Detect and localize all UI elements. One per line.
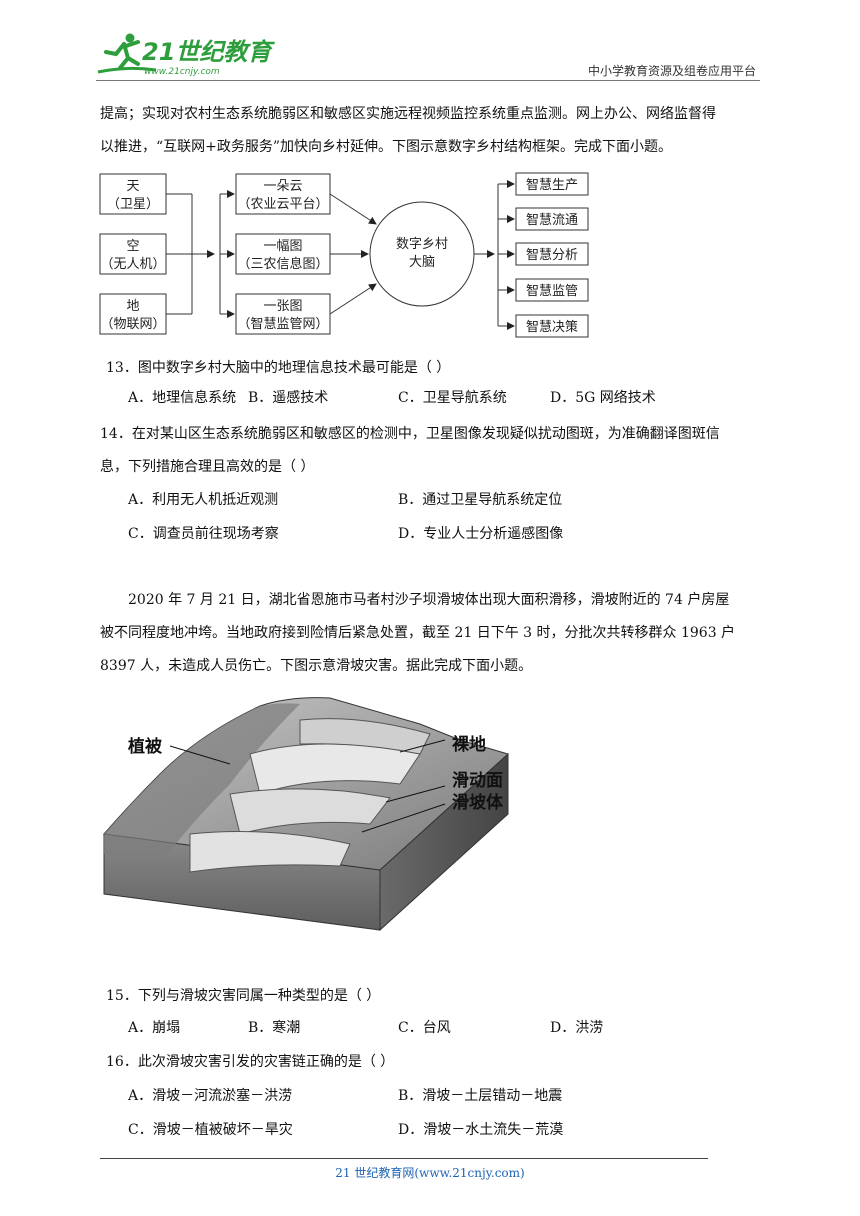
digital-village-diagram: 天 （卫星） 空 （无人机） 地 （物联网） 一朵云 （农业云平台） 一幅图 （… (96, 166, 596, 342)
left-box-2-title: 空 (126, 239, 139, 254)
question-16-stem: 16．此次滑坡灾害引发的灾害链正确的是（ ） (106, 1054, 395, 1070)
question-15-options: A．崩塌 B．寒潮 C．台风 D．洪涝 (0, 1018, 860, 1040)
passage-1-line-1: 提高；实现对农村生态系统脆弱区和敏感区实施远程视频监控系统重点监测。网上办公、网… (100, 106, 716, 122)
q16-option-c[interactable]: C．滑坡－植被破坏－旱灾 (128, 1122, 293, 1138)
logo-url: www.21cnjy.com (144, 67, 220, 77)
mid-box-3-title: 一张图 (263, 299, 302, 314)
q15-option-d[interactable]: D．洪涝 (550, 1020, 604, 1036)
right-box-2: 智慧流通 (526, 212, 578, 228)
right-box-3: 智慧分析 (526, 247, 578, 263)
question-16-options-row-1: A．滑坡－河流淤塞－洪涝 B．滑坡－土层错动－地震 (0, 1086, 860, 1108)
left-box-3-sub: （物联网） (100, 317, 165, 332)
question-15-stem: 15．下列与滑坡灾害同属一种类型的是（ ） (106, 988, 381, 1004)
q15-option-b[interactable]: B．寒潮 (248, 1020, 301, 1036)
question-14-options-row-1: A．利用无人机抵近观测 B．通过卫星导航系统定位 (0, 490, 860, 512)
q13-option-c[interactable]: C．卫星导航系统 (398, 390, 507, 406)
site-logo[interactable]: 21世纪教育 www.21cnjy.com (96, 30, 276, 80)
q14-option-a[interactable]: A．利用无人机抵近观测 (128, 492, 279, 508)
q15-option-a[interactable]: A．崩塌 (128, 1020, 181, 1036)
runner-icon (97, 33, 157, 74)
left-box-2-sub: （无人机） (100, 257, 165, 272)
mid-box-3-sub: （智慧监管网） (237, 316, 328, 332)
q14-stem-line-2: 息，下列措施合理且高效的是（ ） (100, 459, 315, 475)
q14-stem-line-1: 14．在对某山区生态系统脆弱区和敏感区的检测中，卫星图像发现疑似扰动图斑，为准确… (100, 426, 720, 442)
landslide-diagram: 植被 裸地 滑动面 滑坡体 (100, 694, 510, 932)
mid-box-2-sub: （三农信息图） (237, 256, 328, 272)
q16-option-a[interactable]: A．滑坡－河流淤塞－洪涝 (128, 1088, 293, 1104)
center-sub: 大脑 (409, 255, 435, 270)
left-box-1-title: 天 (126, 179, 139, 194)
question-13-stem: 13．图中数字乡村大脑中的地理信息技术最可能是（ ） (106, 360, 451, 376)
mid-box-2-title: 一幅图 (263, 239, 302, 254)
q13-option-d[interactable]: D．5G 网络技术 (550, 390, 656, 406)
q13-option-b[interactable]: B．遥感技术 (248, 390, 329, 406)
passage-1-line-2: 以推进，“互联网+政务服务”加快向乡村延伸。下图示意数字乡村结构框架。完成下面小… (100, 139, 673, 155)
question-13-options: A．地理信息系统 B．遥感技术 C．卫星导航系统 D．5G 网络技术 (0, 388, 860, 410)
right-box-5: 智慧决策 (526, 319, 578, 335)
question-14-stem: 14．在对某山区生态系统脆弱区和敏感区的检测中，卫星图像发现疑似扰动图斑，为准确… (100, 418, 762, 484)
question-14-options-row-2: C．调查员前往现场考察 D．专业人士分析遥感图像 (0, 524, 860, 546)
label-slip-surface: 滑动面 (452, 771, 503, 791)
footer-link[interactable]: 21 世纪教育网(www.21cnjy.com) (335, 1166, 525, 1180)
passage-2-line-2: 被不同程度地冲垮。当地政府接到险情后紧急处置，截至 21 日下午 3 时，分批次… (100, 625, 736, 641)
mid-box-1-title: 一朵云 (263, 179, 302, 194)
passage-2-line-3: 8397 人，未造成人员伤亡。下图示意滑坡灾害。据此完成下面小题。 (100, 658, 533, 674)
left-box-1-sub: （卫星） (107, 197, 159, 212)
q16-option-b[interactable]: B．滑坡－土层错动－地震 (398, 1088, 563, 1104)
right-box-4: 智慧监管 (526, 283, 578, 299)
header-divider (96, 80, 760, 81)
q14-option-c[interactable]: C．调查员前往现场考察 (128, 526, 279, 542)
label-bare-land: 裸地 (452, 734, 486, 755)
q14-option-d[interactable]: D．专业人士分析遥感图像 (398, 526, 564, 542)
right-box-1: 智慧生产 (526, 177, 578, 193)
center-title: 数字乡村 (396, 237, 448, 252)
label-vegetation: 植被 (128, 736, 162, 757)
left-box-3-title: 地 (126, 299, 139, 314)
site-name: 中小学教育资源及组卷应用平台 (587, 64, 756, 78)
footer-divider (100, 1158, 708, 1159)
label-slide-body: 滑坡体 (452, 792, 504, 813)
passage-1: 提高；实现对农村生态系统脆弱区和敏感区实施远程视频监控系统重点监测。网上办公、网… (100, 98, 762, 164)
mid-box-1-sub: （农业云平台） (237, 197, 328, 212)
q15-option-c[interactable]: C．台风 (398, 1020, 451, 1036)
q14-option-b[interactable]: B．通过卫星导航系统定位 (398, 492, 563, 508)
passage-2: 2020 年 7 月 21 日，湖北省恩施市马者村沙子坝滑坡体出现大面积滑移，滑… (100, 584, 762, 683)
question-16-options-row-2: C．滑坡－植被破坏－旱灾 D．滑坡－水土流失－荒漠 (0, 1120, 860, 1142)
logo-text: 21世纪教育 (142, 38, 275, 66)
passage-2-line-1: 2020 年 7 月 21 日，湖北省恩施市马者村沙子坝滑坡体出现大面积滑移，滑… (128, 592, 730, 608)
q16-option-d[interactable]: D．滑坡－水土流失－荒漠 (398, 1122, 564, 1138)
q13-option-a[interactable]: A．地理信息系统 (128, 390, 237, 406)
